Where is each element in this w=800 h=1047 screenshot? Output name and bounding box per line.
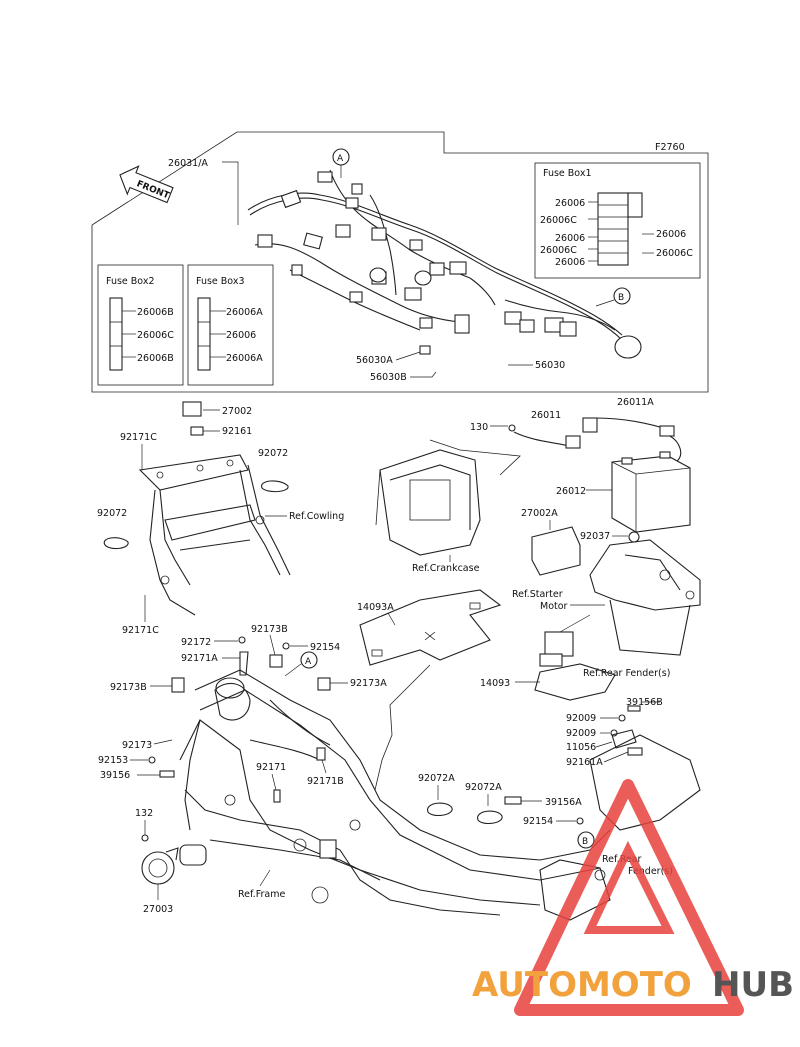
ref-frame: Ref.Frame xyxy=(238,889,285,900)
fuse-box-3-title: Fuse Box3 xyxy=(196,276,244,287)
part-label-56030A: 56030A xyxy=(356,355,393,366)
part-label-92072-a: 92072 xyxy=(258,448,288,459)
front-arrow: FRONT xyxy=(119,165,174,204)
watermark-text-hub: HUB xyxy=(712,965,794,1005)
part-label-130: 130 xyxy=(470,422,488,433)
fuse-box-1-left-2: 26006 xyxy=(555,233,585,244)
fuse-box-2-title: Fuse Box2 xyxy=(106,276,154,287)
horn xyxy=(141,847,179,885)
fuse-box-1-left-0: 26006 xyxy=(555,198,585,209)
part-label-92173B-b: 92173B xyxy=(110,682,147,693)
battery xyxy=(611,451,691,533)
watermark-text-automoto: AUTOMOTO xyxy=(472,965,692,1005)
part-label-92173B-a: 92173B xyxy=(251,624,288,635)
fuse-box-1-right-0: 26006 xyxy=(656,229,686,240)
part-label-39156A: 39156A xyxy=(545,797,582,808)
cover-14093A xyxy=(359,589,502,666)
part-label-92153: 92153 xyxy=(98,755,128,766)
part-label-92171C-bot: 92171C xyxy=(122,625,159,636)
part-label-92072A-a: 92072A xyxy=(418,773,455,784)
fuse-box-3-label-2: 26006A xyxy=(226,353,263,364)
ref-rear-fender: Ref.Rear Fender(s) xyxy=(583,668,670,679)
part-label-27002: 27002 xyxy=(222,406,252,417)
fuse-box-1-left-4: 26006 xyxy=(555,257,585,268)
part-label-92172: 92172 xyxy=(181,637,211,648)
upper-stay-bracket xyxy=(138,401,291,616)
part-label-92171B: 92171B xyxy=(307,776,344,787)
fuse-box-1-right-1: 26006C xyxy=(656,248,693,259)
crankcase-ref xyxy=(375,449,481,556)
cover-14093 xyxy=(534,663,616,701)
part-label-56030B: 56030B xyxy=(370,372,407,383)
part-label-92161A: 92161A xyxy=(566,757,603,768)
part-label-92009-b: 92009 xyxy=(566,728,596,739)
part-label-92171A: 92171A xyxy=(181,653,218,664)
part-label-11056: 11056 xyxy=(566,742,596,753)
part-label-27002A: 27002A xyxy=(521,508,558,519)
harness-panel: F2760 xyxy=(91,131,709,393)
part-label-26011A: 26011A xyxy=(617,397,654,408)
fuse-box-1-left-3: 26006C xyxy=(540,245,577,256)
fuse-box-2-label-1: 26006C xyxy=(137,330,174,341)
part-label-92161: 92161 xyxy=(222,426,252,437)
starter-relay xyxy=(539,631,574,667)
ref-starter-line1: Ref.Starter xyxy=(512,589,563,600)
ref-rear-fender-2-line2: Fender(s) xyxy=(628,866,673,877)
part-label-92072-b: 92072 xyxy=(97,508,127,519)
fuse-box-2-label-0: 26006B xyxy=(137,307,174,318)
part-label-26012: 26012 xyxy=(556,486,586,497)
part-label-14093A: 14093A xyxy=(357,602,394,613)
ecu-module xyxy=(531,526,581,576)
part-label-92154-b: 92154 xyxy=(523,816,553,827)
callout-a-bottom: A xyxy=(305,657,312,667)
part-label-39156B: 39156B xyxy=(626,697,663,708)
part-label-92037: 92037 xyxy=(580,531,610,542)
part-label-56030: 56030 xyxy=(535,360,565,371)
main-frame xyxy=(179,669,701,921)
fuse-box-3: Fuse Box3 26006A 26006 26006A xyxy=(187,264,274,386)
battery-case xyxy=(589,539,701,656)
watermark-inner xyxy=(583,840,675,934)
part-label-92171: 92171 xyxy=(256,762,286,773)
part-label-92154-a: 92154 xyxy=(310,642,340,653)
part-label-26031A: 26031/A xyxy=(168,158,208,169)
main-wiring-harness: A B xyxy=(247,148,642,359)
fuse-box-1-title: Fuse Box1 xyxy=(543,168,591,179)
part-label-92009-a: 92009 xyxy=(566,713,596,724)
part-label-14093: 14093 xyxy=(480,678,510,689)
callout-b-top: B xyxy=(618,293,624,303)
part-label-92072A-b: 92072A xyxy=(465,782,502,793)
watermark-triangle xyxy=(514,779,744,1016)
part-label-27003: 27003 xyxy=(143,904,173,915)
fuse-box-1-left-1: 26006C xyxy=(540,215,577,226)
part-label-92173: 92173 xyxy=(122,740,152,751)
fuse-box-3-label-1: 26006 xyxy=(226,330,256,341)
ref-crankcase: Ref.Crankcase xyxy=(412,563,480,574)
part-label-92173A: 92173A xyxy=(350,678,387,689)
part-label-92171C-top: 92171C xyxy=(120,432,157,443)
ref-starter-line2: Motor xyxy=(540,601,568,612)
fuse-box-1: Fuse Box1 26006 26006C 26006 26006C 2600… xyxy=(534,162,701,279)
part-label-39156: 39156 xyxy=(100,770,130,781)
diagram-code: F2760 xyxy=(655,142,685,153)
watermark-logo: AUTOMOTO HUB xyxy=(472,779,794,1016)
fuse-box-2: Fuse Box2 26006B 26006C 26006B xyxy=(97,264,184,386)
fuse-box-2-label-2: 26006B xyxy=(137,353,174,364)
ref-cowling: Ref.Cowling xyxy=(289,511,344,522)
callout-a-top: A xyxy=(337,154,344,164)
callout-b-bottom: B xyxy=(582,837,588,847)
part-label-132: 132 xyxy=(135,808,153,819)
fuse-box-3-label-0: 26006A xyxy=(226,307,263,318)
part-label-26011: 26011 xyxy=(531,410,561,421)
